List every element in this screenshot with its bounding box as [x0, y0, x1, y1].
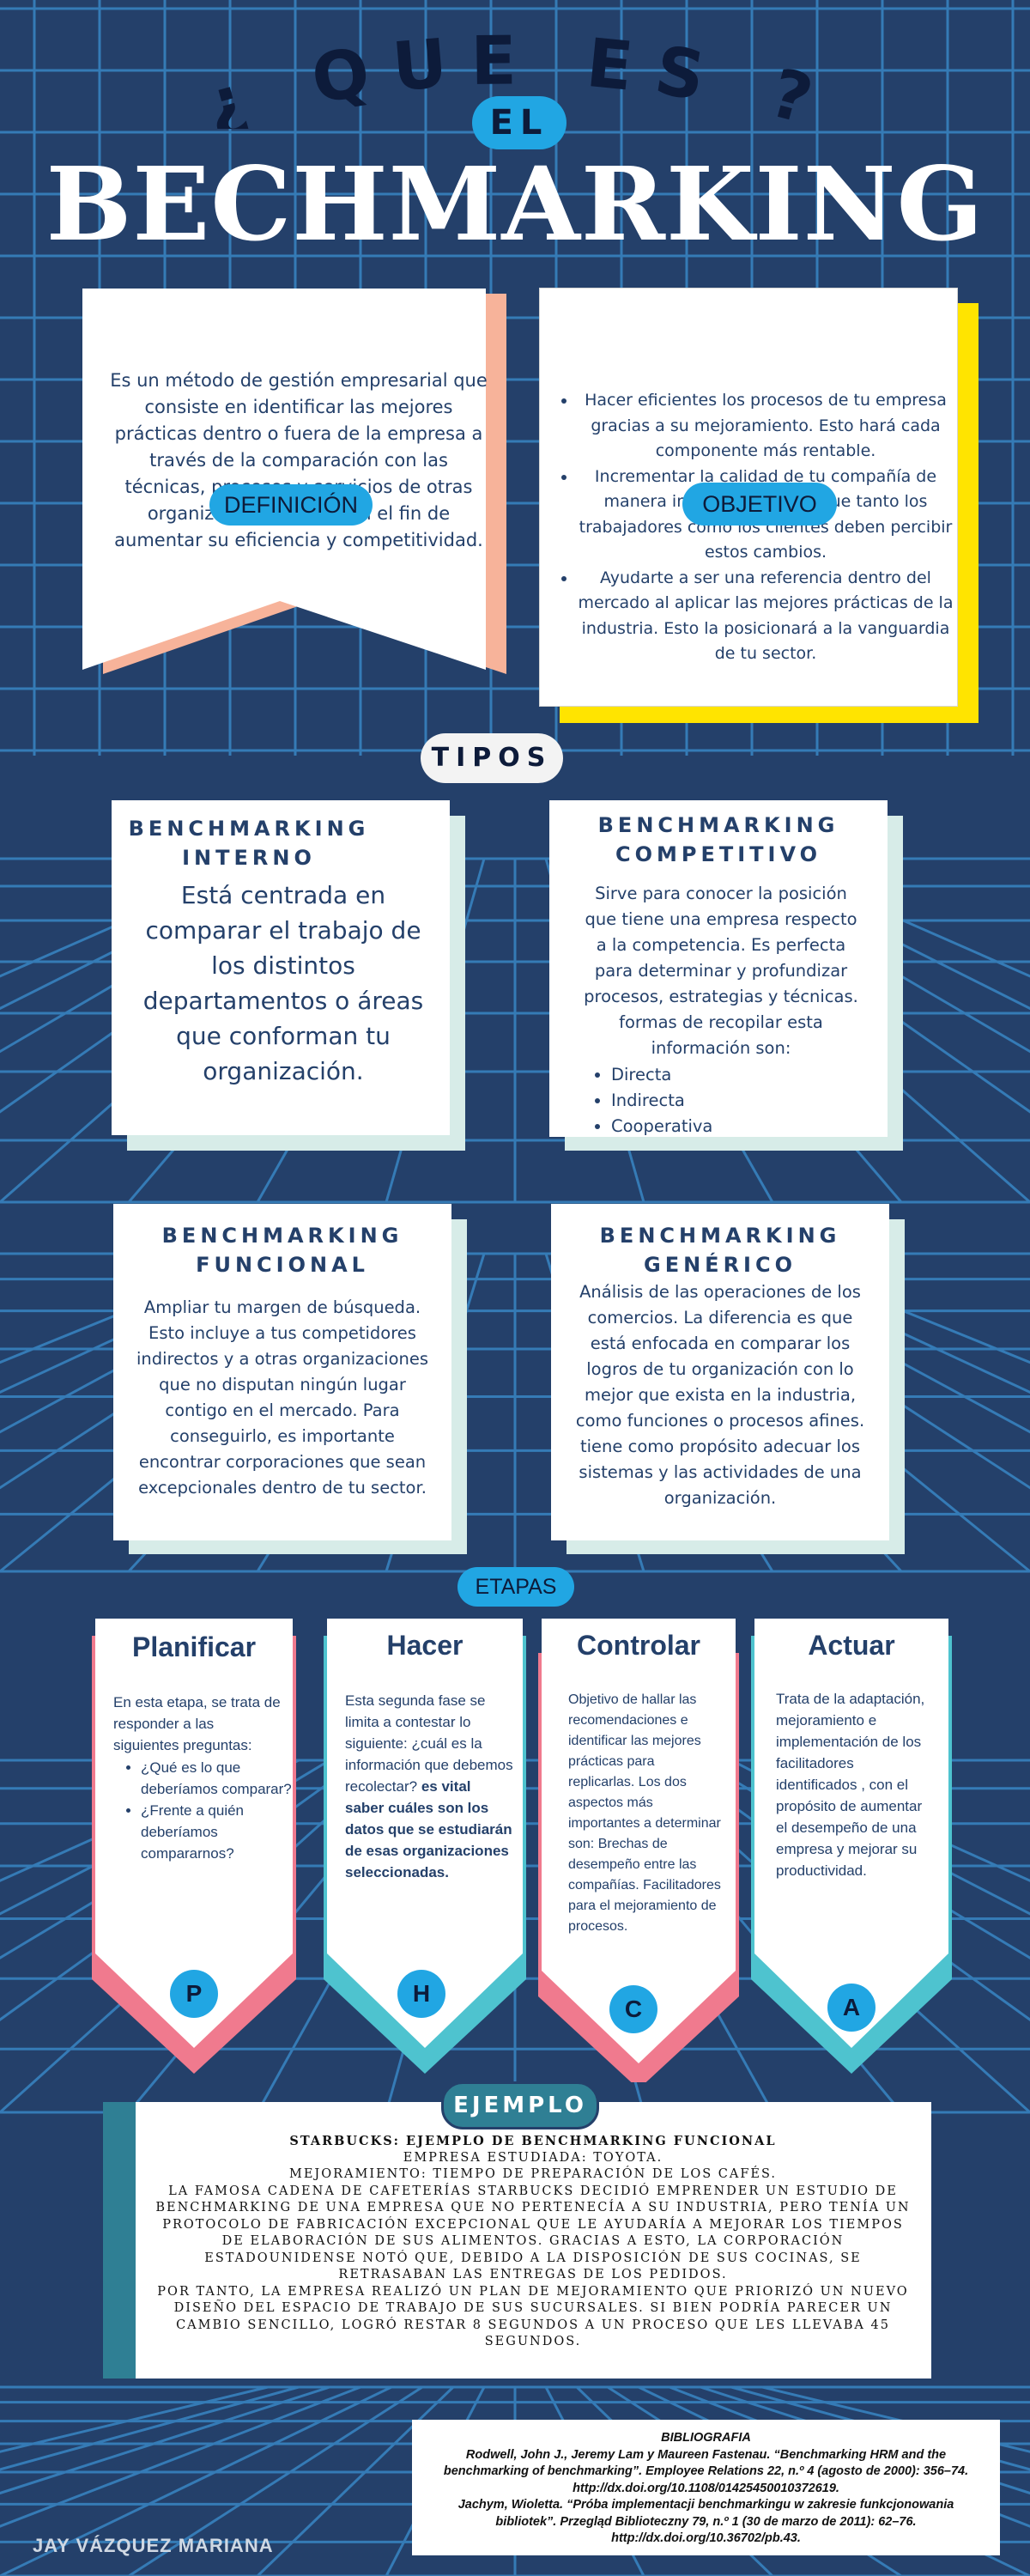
bibliografia-title: BIBLIOGRAFIA: [661, 2431, 751, 2445]
funcional-title-line2: FUNCIONAL: [196, 1253, 369, 1277]
grid-line: [128, 2385, 423, 2576]
grid-line: [0, 2385, 300, 2471]
competitivo-item: Indirecta: [611, 1088, 834, 1114]
planificar-badge: P: [170, 1970, 218, 2018]
title-el-pill: EL: [472, 96, 566, 149]
interno-title-line1: BENCHMARKING: [128, 817, 370, 841]
bibliografia-entry: Jachym, Wioletta. “Próba implementacji b…: [457, 2498, 954, 2545]
actuar-badge: A: [827, 1984, 876, 2032]
ejemplo-line: POR TANTO, LA EMPRESA REALIZÓ UN PLAN DE…: [157, 2284, 909, 2349]
planificar-list: ¿Qué es lo que deberíamos comparar? ¿Fre…: [122, 1757, 302, 1864]
ejemplo-label: EJEMPLO: [441, 2081, 599, 2129]
author-name: JAY VÁZQUEZ MARIANA: [33, 2535, 274, 2556]
objetivo-item: Ayudarte a ser una referencia dentro del…: [577, 566, 954, 667]
ejemplo-line: STARBUCKS: EJEMPLO DE BENCHMARKING FUNCI…: [289, 2134, 777, 2148]
grid-line: [761, 2385, 1030, 2453]
interno-title: BENCHMARKING INTERNO: [112, 814, 386, 872]
grid-line: [256, 2385, 455, 2576]
objetivo-label: OBJETIVO: [682, 483, 837, 526]
hacer-text-regular: Esta segunda fase se limita a contestar …: [345, 1692, 513, 1795]
ejemplo-line: EMPRESA ESTUDIADA: TOYOTA.: [403, 2150, 663, 2165]
etapas-cards-shapes: [92, 1619, 952, 2082]
hacer-text: Esta segunda fase se limita a contestar …: [345, 1690, 513, 1883]
controlar-text: Objetivo de hallar las recomendaciones e…: [568, 1692, 721, 1934]
ejemplo-line: LA FAMOSA CADENA DE CAFETERÍAS STARBUCKS…: [155, 2184, 911, 2282]
grid-line: [730, 2385, 1030, 2471]
actuar-title: Actuar: [808, 1630, 895, 1661]
controlar-title: Controlar: [577, 1630, 700, 1661]
competitivo-title-line2: COMPETITIVO: [615, 842, 822, 866]
interno-card: [112, 800, 450, 1135]
generico-title: BENCHMARKING GENÉRICO: [551, 1221, 889, 1279]
competitivo-list: Directa Indirecta Cooperativa: [589, 1062, 834, 1139]
generico-title-line1: BENCHMARKING: [599, 1224, 841, 1248]
grid-line: [0, 2385, 361, 2528]
bibliografia-card: BIBLIOGRAFIA Rodwell, John J., Jeremy La…: [412, 2420, 1000, 2555]
grid-line: [0, 2385, 392, 2576]
interno-text: Está centrada en comparar el trabajo de …: [142, 881, 424, 1085]
objetivo-list: Hacer eficientes los procesos de tu empr…: [558, 388, 954, 667]
definicion-card-shape: [82, 289, 506, 674]
main-title: BECHMARKING: [45, 144, 985, 264]
competitivo-text: Sirve para conocer la posición que tiene…: [584, 884, 858, 1058]
definicion-label: DEFINICIÓN: [209, 484, 373, 526]
funcional-card: [113, 1204, 451, 1540]
planificar-item: ¿Qué es lo que deberíamos comparar?: [141, 1757, 302, 1800]
hacer-text-bold: es vital saber cuáles son los datos que …: [345, 1778, 512, 1880]
planificar-title: Planificar: [131, 1631, 257, 1662]
ejemplo-card: [136, 2102, 931, 2379]
funcional-title-line1: BENCHMARKING: [161, 1224, 403, 1248]
etapas-label: ETAPAS: [457, 1567, 574, 1607]
funcional-text: Ampliar tu margen de búsqueda. Esto incl…: [136, 1297, 429, 1498]
generico-text: Análisis de las operaciones de los comer…: [575, 1282, 865, 1508]
generico-card: [551, 1204, 889, 1540]
generico-title-line2: GENÉRICO: [644, 1253, 797, 1277]
competitivo-item: Cooperativa: [611, 1114, 834, 1139]
planificar-item: ¿Frente a quién deberíamos compararnos?: [141, 1800, 302, 1864]
controlar-badge: C: [609, 1985, 657, 2033]
tipos-label: TIPOS: [421, 733, 563, 783]
interno-title-line2: INTERNO: [182, 846, 316, 870]
ejemplo-text: STARBUCKS: EJEMPLO DE BENCHMARKING FUNCI…: [151, 2133, 915, 2351]
definicion-text: Es un método de gestión empresarial que …: [110, 370, 488, 550]
competitivo-item: Directa: [611, 1062, 834, 1088]
funcional-title: BENCHMARKING FUNCIONAL: [113, 1221, 451, 1279]
competitivo-title-line1: BENCHMARKING: [597, 813, 839, 837]
hacer-title: Hacer: [386, 1630, 464, 1661]
bibliografia-entry: Rodwell, John J., Jeremy Lam y Maureen F…: [443, 2447, 969, 2495]
competitivo-card: [549, 800, 888, 1137]
planificar-text: En esta etapa, se trata de responder a l…: [113, 1694, 281, 1753]
grid-line: [0, 2385, 269, 2453]
actuar-text: Trata de la adaptación, mejoramiento e i…: [776, 1691, 925, 1879]
grid-line: [0, 2385, 330, 2495]
hacer-badge: H: [397, 1970, 445, 2018]
ejemplo-line: MEJORAMIENTO: TIEMPO DE PREPARACIÓN DE L…: [289, 2167, 777, 2181]
objetivo-item: Hacer eficientes los procesos de tu empr…: [577, 388, 954, 465]
competitivo-title: BENCHMARKING COMPETITIVO: [549, 811, 888, 869]
